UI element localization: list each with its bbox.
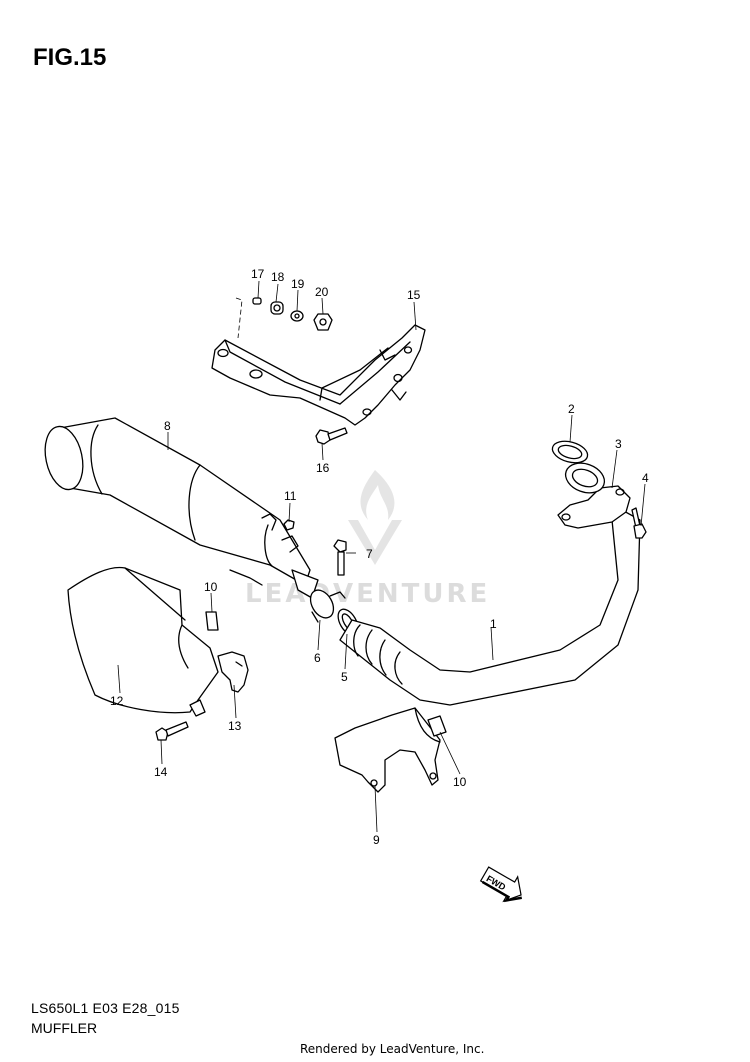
flange-3 — [557, 462, 631, 529]
figure-name: MUFFLER — [31, 1020, 98, 1036]
callout-7: 7 — [366, 547, 373, 561]
callout-13: 13 — [228, 719, 242, 733]
muffler-8 — [44, 417, 319, 599]
dashed-guide — [235, 297, 243, 339]
bolt-16 — [315, 427, 348, 445]
callout-4: 4 — [642, 471, 649, 485]
callout-20: 20 — [315, 285, 329, 299]
rubber-17 — [252, 297, 262, 305]
render-credit: Rendered by LeadVenture, Inc. — [300, 1042, 485, 1056]
callout-6: 6 — [314, 651, 321, 665]
fwd-arrow-icon: FWD — [479, 866, 522, 903]
callout-10-left: 10 — [204, 580, 218, 594]
callout-8: 8 — [164, 419, 171, 433]
callout-labels: 1 2 3 4 5 6 7 8 9 10 10 11 12 13 14 15 1… — [110, 267, 649, 847]
washer-19 — [290, 310, 304, 322]
callout-12: 12 — [110, 694, 124, 708]
callout-1: 1 — [490, 617, 497, 631]
figure-code: LS650L1 E03 E28_015 — [31, 1000, 180, 1016]
callout-9: 9 — [373, 833, 380, 847]
callout-2: 2 — [568, 402, 575, 416]
callout-14: 14 — [154, 765, 168, 779]
figure-title: FIG.15 — [33, 44, 107, 71]
heat-shield-9 — [334, 707, 441, 793]
bolt-7 — [333, 539, 347, 576]
callout-18: 18 — [271, 270, 285, 284]
callout-11: 11 — [284, 489, 297, 503]
gasket-2 — [551, 440, 589, 464]
collar-18 — [270, 301, 284, 315]
pad-10-right — [427, 715, 447, 737]
callout-3: 3 — [615, 437, 622, 451]
bracket-15 — [211, 324, 426, 426]
clamp-6 — [309, 589, 346, 623]
exhaust-pipe-1 — [339, 509, 641, 706]
callout-10-right: 10 — [453, 775, 467, 789]
callout-17: 17 — [251, 267, 265, 281]
bolt-14 — [155, 721, 189, 741]
callout-16: 16 — [316, 461, 330, 475]
callout-19: 19 — [291, 277, 305, 291]
callout-5: 5 — [341, 670, 348, 684]
callout-15: 15 — [407, 288, 421, 302]
bolt-4 — [631, 507, 647, 539]
leader-lines — [117, 280, 646, 833]
watermark-text: LEADVENTURE — [245, 579, 490, 609]
pad-10-left — [205, 611, 219, 631]
bolt-11 — [283, 519, 295, 531]
heat-shield-12 — [67, 566, 219, 714]
nut-20 — [313, 313, 333, 331]
clamp-13 — [189, 651, 249, 717]
watermark: LEADVENTURE — [245, 470, 490, 609]
